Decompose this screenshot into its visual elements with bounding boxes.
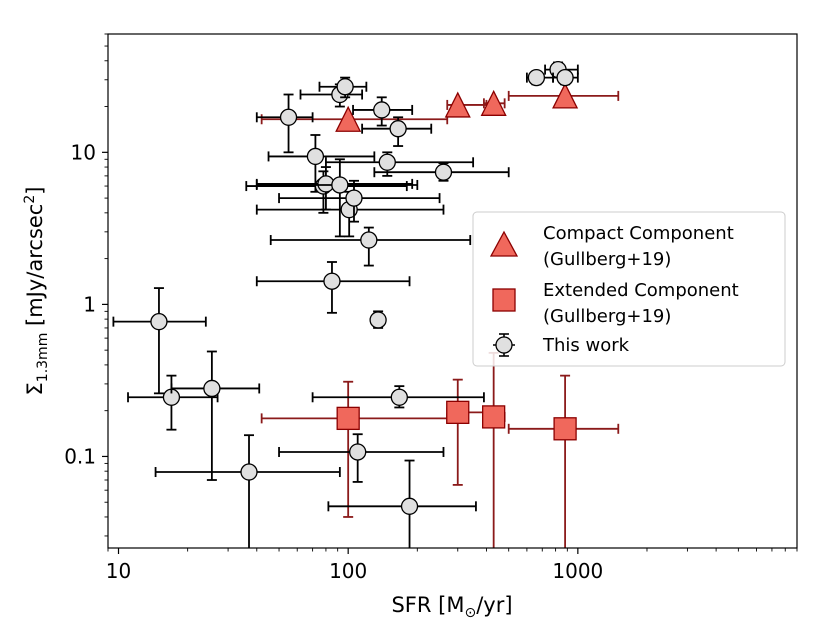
legend-label-thiswork: This work (542, 335, 630, 356)
circle-marker (336, 78, 354, 96)
circle-marker (390, 388, 408, 406)
circle-marker (378, 153, 396, 171)
circle-marker (349, 443, 367, 461)
y-axis-label: Σ1.3mm [mJy/arcsec2] (22, 187, 51, 396)
data-point-triangle (507, 82, 620, 109)
circle-marker (400, 497, 419, 515)
circle-marker (323, 272, 341, 290)
data-point-circle (327, 459, 477, 548)
plot-frame (107, 33, 798, 549)
legend-label-extended-line1: Extended Component (543, 280, 739, 301)
data-point-circle (127, 374, 219, 431)
data-point-circle (318, 76, 368, 99)
circle-marker (389, 120, 407, 138)
x-tick-label: 1000 (552, 559, 603, 583)
data-point-circle (278, 433, 445, 483)
circle-marker (360, 231, 378, 249)
triangle-marker (444, 91, 471, 118)
square-marker (482, 405, 506, 429)
circle-marker (240, 463, 258, 481)
data-point-triangle (480, 89, 507, 116)
data-point-triangle (444, 91, 488, 118)
data-point-circle (170, 350, 261, 481)
legend-label-compact-line1: Compact Component (543, 223, 734, 244)
x-axis-label: SFR [M⊙/yr] (391, 593, 512, 621)
data-point-circle (361, 116, 433, 147)
square-marker (336, 406, 360, 431)
legend-marker-compact (489, 230, 519, 257)
data-point-circle (325, 151, 475, 177)
data-point-square (446, 378, 488, 486)
legend-marker-thiswork (493, 333, 515, 357)
square-marker (553, 417, 577, 441)
circle-marker (331, 176, 349, 194)
circle-marker (527, 68, 546, 87)
data-point-circle (552, 68, 579, 87)
data-point-circle (278, 179, 441, 223)
chart-marks (112, 60, 620, 548)
data-point-circle (352, 96, 414, 127)
circle-marker (345, 189, 363, 207)
square-marker (446, 400, 470, 424)
series-circle (112, 60, 579, 548)
axis-ticks: 10 100 1000 0.1 1 10 (64, 33, 798, 583)
data-point-circle (525, 68, 554, 87)
circle-marker (203, 379, 221, 398)
triangle-marker (335, 105, 362, 132)
circle-marker (434, 163, 453, 181)
y-tick-label: 10 (71, 140, 96, 164)
data-point-circle (255, 93, 314, 154)
y-tick-label: 0.1 (64, 444, 96, 468)
x-tick-label: 100 (329, 559, 367, 583)
series-square (260, 351, 620, 548)
data-point-circle (311, 385, 485, 409)
data-point-circle (269, 226, 472, 267)
legend-marker-extended (492, 288, 516, 312)
data-point-circle (369, 310, 387, 329)
legend-label-extended-line2: (Gullberg+19) (543, 306, 671, 327)
data-point-square (482, 351, 506, 548)
data-point-circle (255, 261, 411, 314)
circle-marker (150, 312, 168, 331)
circle-marker (369, 311, 387, 329)
x-tick-label: 10 (106, 559, 131, 583)
legend-box (472, 211, 786, 367)
data-point-circle (373, 162, 510, 182)
triangle-marker (552, 82, 579, 109)
circle-marker (279, 108, 298, 126)
data-point-square (507, 374, 620, 548)
circle-marker (306, 147, 325, 166)
data-point-circle (112, 287, 207, 395)
y-tick-label: 1 (83, 292, 96, 316)
legend: Compact Component (Gullberg+19) Extended… (472, 211, 786, 367)
series-triangle (260, 82, 620, 132)
legend-label-compact-line2: (Gullberg+19) (543, 249, 671, 270)
triangle-marker (480, 89, 507, 116)
circle-marker (556, 68, 574, 87)
circle-marker (373, 101, 391, 119)
data-point-circle (154, 434, 341, 548)
data-point-circle (255, 158, 419, 238)
